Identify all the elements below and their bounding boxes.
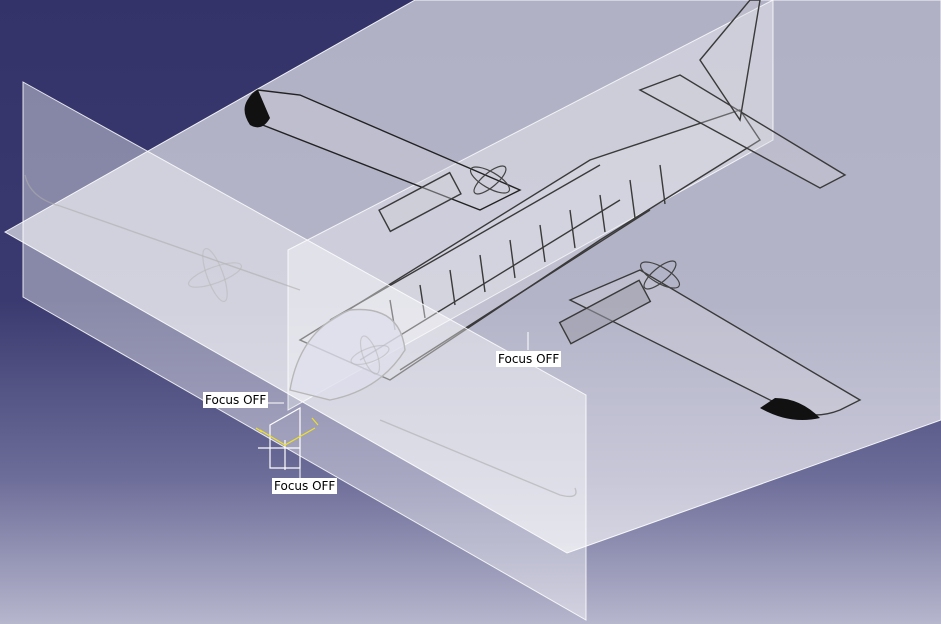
- focus-off-label-right[interactable]: Focus OFF: [496, 351, 562, 367]
- focus-off-label-left[interactable]: Focus OFF: [203, 392, 269, 408]
- horizontal-plane[interactable]: [3, 0, 941, 554]
- aircraft-wireframe[interactable]: [24, 0, 862, 498]
- propeller-icon: [187, 165, 681, 375]
- focus-off-label-bottom[interactable]: Focus OFF: [272, 478, 338, 494]
- leader-lines: [268, 332, 529, 478]
- vertical-plane-front[interactable]: [22, 81, 587, 621]
